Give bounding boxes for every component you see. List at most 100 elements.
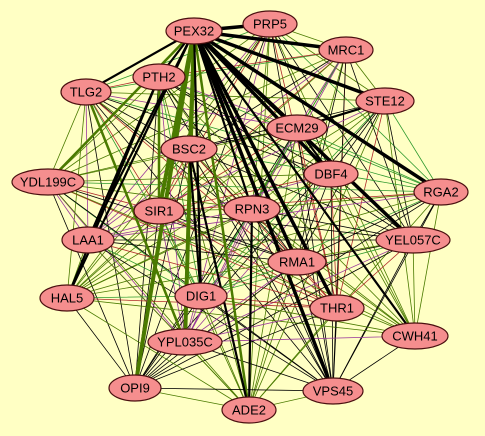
node-label: CWH41 [392,329,438,344]
network-edge [87,208,253,241]
node-label: DIG1 [186,289,216,304]
network-edge [192,29,251,412]
node-label: PTH2 [142,70,175,85]
node-mrc1[interactable]: MRC1 [318,36,374,64]
node-cwh41[interactable]: CWH41 [381,322,449,350]
node-dig1[interactable]: DIG1 [174,282,228,310]
network-edge [66,91,87,299]
node-pth2[interactable]: PTH2 [132,63,186,91]
network-edge [158,210,414,241]
network-edge [184,335,416,343]
node-label: BSC2 [172,142,206,157]
network-edge [85,91,160,212]
node-rma1[interactable]: RMA1 [267,248,327,276]
network-edge [192,29,203,298]
node-thr1[interactable]: THR1 [309,294,365,322]
node-laa1[interactable]: LAA1 [61,226,115,254]
node-hal5[interactable]: HAL5 [39,284,95,312]
node-ellipse [302,377,364,405]
network-edge [134,387,334,392]
network-edge [85,91,386,102]
node-opi9[interactable]: OPI9 [108,374,162,402]
node-prp5[interactable]: PRP5 [242,10,298,38]
node-ellipse [242,10,298,38]
node-rpn3[interactable]: RPN3 [223,195,281,223]
network-edge [158,210,186,343]
node-ellipse [267,248,327,276]
network-edge [66,297,416,337]
network-edge [336,100,386,309]
node-ellipse [39,284,95,312]
node-pex32[interactable]: PEX32 [165,17,223,45]
network-edge [200,173,332,297]
network-edge [134,261,298,389]
network-edge [200,191,442,297]
network-edge [251,23,271,210]
network-edge [184,261,298,343]
network-edge [192,29,417,338]
node-ellipse [108,374,162,402]
node-yel057c[interactable]: YEL057C [375,226,451,254]
network-edge [384,100,414,241]
network-edge [332,239,414,392]
node-ellipse [165,17,223,45]
node-sir1[interactable]: SIR1 [133,197,185,225]
node-label: LAA1 [72,233,104,248]
network-edge [296,127,442,193]
network-edge [158,210,250,411]
network-edge [296,261,334,392]
node-ypl035c[interactable]: YPL035C [147,328,223,356]
network-edge [251,100,386,210]
network-edge [158,23,271,212]
network-edge [187,29,196,151]
network-edge [66,210,160,299]
network-edge [414,191,442,337]
node-vps45[interactable]: VPS45 [302,377,364,405]
node-ellipse [309,294,365,322]
node-ellipse [60,78,112,106]
node-rga2[interactable]: RGA2 [413,178,469,206]
node-ellipse [132,63,186,91]
network-edge [192,29,443,194]
network-edge [87,173,332,241]
network-edge [332,307,338,392]
network-edge [345,49,414,241]
network-edge [158,191,442,212]
network-edge [269,23,386,102]
node-ellipse [160,135,218,163]
node-ade2[interactable]: ADE2 [221,396,277,424]
network-edge [188,23,271,150]
network-edge [46,29,196,184]
network-edge [330,173,338,309]
node-bsc2[interactable]: BSC2 [160,135,218,163]
network-edge [66,297,250,411]
node-label: MRC1 [328,43,365,58]
node-label: YDL199C [20,175,76,190]
node-ecm29[interactable]: ECM29 [266,114,328,142]
network-edge [412,239,416,337]
network-edge [47,181,186,343]
network-edge [187,147,251,412]
network-edge [188,148,338,309]
node-dbf4[interactable]: DBF4 [303,160,359,188]
node-label: RMA1 [279,255,315,270]
network-edge [65,75,161,300]
network-edge [66,191,442,299]
network-edge [200,295,334,392]
network-edge [200,295,416,337]
network-edge [330,173,334,392]
network-edge [158,76,202,297]
node-ydl199c[interactable]: YDL199C [11,168,85,196]
node-ellipse [133,197,185,225]
network-edge [84,90,187,344]
node-label: YEL057C [385,233,441,248]
node-label: DBF4 [314,167,347,182]
network-edge [47,91,87,183]
network-edge [192,29,299,264]
network-edge [384,100,442,193]
network-edge [269,23,414,241]
network-edge [47,181,136,389]
node-ste12[interactable]: STE12 [355,87,415,115]
node-tlg2[interactable]: TLG2 [60,78,112,106]
